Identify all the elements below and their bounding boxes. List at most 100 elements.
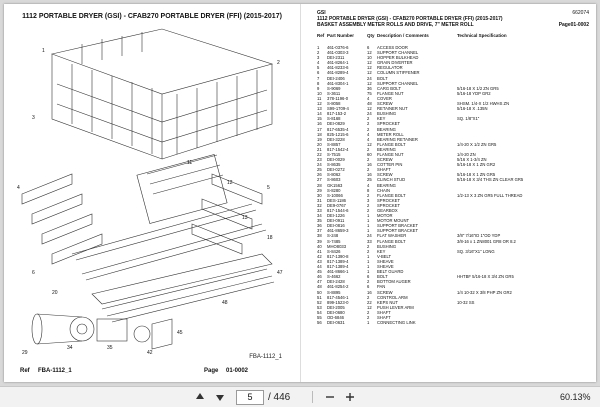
cell-description: BEARING [377, 126, 396, 132]
svg-text:20: 20 [52, 290, 58, 296]
cell-part-number: DEI-0816 [327, 223, 345, 229]
arrow-up-icon[interactable] [190, 387, 210, 407]
cell-qty: 16 [367, 162, 372, 168]
cell-description: CONTROL ARM [377, 294, 408, 300]
cell-part-number: 825-1215-6 [327, 131, 349, 137]
cell-ref: 5 [317, 65, 320, 71]
cell-description: ACCESS DOOR [377, 45, 408, 50]
cell-ref: 50 [317, 289, 322, 295]
zoom-in-icon[interactable] [340, 387, 360, 407]
cell-qty: 2 [367, 279, 370, 285]
cell-ref: 27 [317, 177, 322, 183]
cell-qty: 12 [367, 70, 372, 76]
cell-description: BUSHING [377, 243, 397, 249]
cell-part-number: 378-1196-0 [327, 95, 349, 101]
svg-text:12: 12 [227, 180, 233, 186]
cell-qty: 2 [367, 157, 370, 163]
cell-ref: 4 [317, 60, 320, 66]
cell-description: FLANGE NUT [377, 90, 404, 96]
cell-ref: 51 [317, 294, 322, 300]
cell-tech-spec: 3/8" 7/16"ID 1"OD YDP [457, 233, 501, 239]
cell-ref: 43 [317, 258, 322, 264]
cell-description: BOLT [377, 274, 388, 280]
cell-ref: 13 [317, 106, 322, 112]
cell-tech-spec: 5/16-18 X .135N [457, 106, 488, 112]
cell-tech-spec: 5/16-18 X 1 ZN GR2 [457, 162, 496, 168]
cell-ref: 54 [317, 309, 322, 315]
cell-part-number: 817-1389-4 [327, 258, 349, 264]
arrow-down-icon[interactable] [210, 387, 230, 407]
cell-part-number: 817-153-2 [327, 111, 347, 117]
svg-text:29: 29 [22, 350, 28, 356]
cell-qty: 22 [367, 299, 372, 305]
cell-part-number: 461-8233-6 [327, 65, 349, 71]
cell-description: BEARING [377, 146, 396, 152]
cell-description: BOTTOM AUGER [377, 279, 411, 285]
cell-description: SUPPORT BRACKET [377, 223, 419, 229]
zoom-level[interactable]: 60.13% [560, 392, 591, 402]
cell-tech-spec: SQ. 3/16"X1" LONG [457, 248, 495, 254]
cell-qty: 1 [367, 258, 370, 264]
cell-qty: 16 [367, 172, 372, 178]
cell-part-number: DEI-0911 [327, 218, 345, 224]
col-ref: Ref [317, 33, 325, 38]
cell-tech-spec: 1/2-13 X 3 ZN GR5 FULL THREAD [457, 192, 523, 198]
cell-ref: 30 [317, 192, 322, 198]
cell-qty: 33 [367, 238, 372, 244]
cell-part-number: DE9-0767 [327, 202, 346, 208]
cell-part-number: 461-8659-3 [327, 228, 349, 234]
cell-ref: 15 [317, 116, 322, 122]
cell-ref: 39 [317, 238, 322, 244]
svg-text:5: 5 [267, 185, 270, 191]
cell-description: SCREW [377, 289, 393, 295]
cell-tech-spec: 5/16 X 1-3/4 ZN [457, 157, 487, 163]
cell-qty: 1 [367, 264, 370, 270]
cell-qty: 2 [367, 294, 370, 300]
cell-part-number: S-8168 [327, 116, 341, 122]
cell-part-number: 461-0376-6 [327, 45, 349, 50]
cell-part-number: DEI-0272 [327, 167, 345, 173]
cell-qty: 1 [367, 223, 370, 229]
cell-tech-spec: 1/4 10-32 X 3/8 PHP ZN GR2 [457, 289, 512, 295]
cell-qty: 24 [367, 233, 372, 239]
cell-part-number: 817-6535-4 [327, 126, 349, 132]
svg-text:34: 34 [67, 345, 73, 351]
cell-ref: 2 [317, 50, 320, 56]
diverter-panels-drawing [21, 173, 263, 265]
left-page: 1112 PORTABLE DRYER (GSI) - CFAB270 PORT… [4, 4, 300, 382]
svg-text:11: 11 [187, 160, 192, 166]
cell-description: SCREW [377, 157, 393, 163]
svg-text:2: 2 [277, 60, 280, 66]
cell-qty: 4 [367, 136, 370, 142]
cell-ref: 35 [317, 218, 322, 224]
cell-qty: 12 [367, 106, 372, 112]
zoom-out-icon[interactable] [320, 387, 340, 407]
cell-part-number: S-8058 [327, 101, 341, 107]
cell-part-number: DEI-2311 [327, 55, 345, 61]
svg-text:48: 48 [222, 300, 228, 306]
cell-ref: 40 [317, 243, 322, 249]
page-number-input[interactable] [236, 390, 264, 405]
cell-description: SUPPORT CHANNEL [377, 80, 419, 86]
cell-part-number: 817-1544-6 [327, 208, 349, 213]
